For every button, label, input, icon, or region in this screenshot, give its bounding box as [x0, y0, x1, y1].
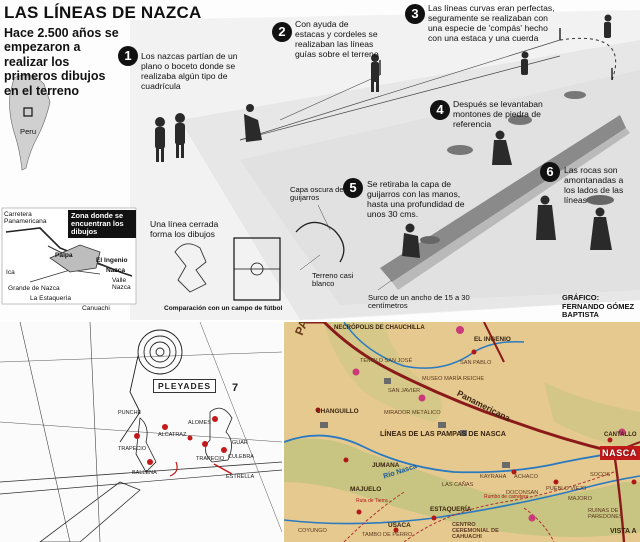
soil-label: Terreno casi blanco	[312, 271, 354, 289]
map-ruinas-paredones: RUINAS DE PAREDONES	[588, 508, 623, 520]
infographic-title: LAS LÍNEAS DE NAZCA	[4, 3, 202, 22]
nazca-infographic: LAS LÍNEAS DE NAZCA Hace 2.500 años se e…	[1, 3, 640, 320]
map-doconsan: DOCONSAN	[506, 490, 539, 496]
comparison-label: Comparación con un campo de fútbol	[164, 305, 283, 312]
sketch-note-trapecio-2: TRAPECIO	[196, 456, 225, 462]
map-vista: VISTA A	[610, 528, 637, 535]
map-lines-title: LÍNEAS DE LAS PAMPAS DE NASCA	[380, 429, 506, 438]
step-4-number: 4	[430, 100, 450, 120]
step-1-number: 1	[118, 46, 138, 66]
map-museo-maria-reiche: MUSEO MARÍA REICHE	[422, 376, 485, 382]
map-templo-san-jose: TEMPLO SAN JOSÉ	[360, 358, 413, 364]
map-changuillo: CHANGUILLO	[316, 408, 359, 415]
sketch-note-alcatraz: ALCATRAZ	[158, 432, 187, 438]
step-6-text: Las rocas son amontanadas a los lados de…	[564, 165, 624, 205]
gravel-label: Capa oscura de guijarros	[290, 185, 344, 203]
map-rumbo-carretera: Rumbo de carretera	[484, 494, 529, 500]
map-achaco: ACHACO	[514, 474, 538, 480]
map-usaca: USACA	[388, 522, 411, 529]
map-mirador-metalico: MIRADOR METÁLICO	[384, 410, 441, 416]
inset-place-nazca: Nazca	[106, 267, 126, 274]
map-necropolis: NECRÓPOLIS DE CHAUCHILLA	[334, 325, 425, 331]
step-2-number: 2	[272, 22, 292, 42]
inset-place-el-ingenio: El Ingenio	[96, 257, 128, 264]
inset-place-palpa: Palpa	[55, 252, 73, 259]
step-2-text: Con ayuda de estacas y cordeles se reali…	[295, 19, 379, 59]
sketch-note-estrella: ESTRELLA	[226, 474, 255, 480]
map-nasca: NASCA	[602, 448, 638, 458]
inset-place-ica: Ica	[6, 269, 15, 276]
step-4-text: Después se levantaban montones de piedra…	[453, 99, 543, 129]
map-cahuachi: CENTRO CEREMONIAL DE CAHUACHI	[452, 522, 499, 540]
furrow-label: Surco de un ancho de 15 a 30 centímetros	[368, 293, 470, 311]
step-6-number: 6	[540, 162, 560, 182]
map-drawing	[284, 322, 640, 542]
inset-carretera-label: Carretera Panamericana	[4, 211, 47, 225]
sketch-drawing	[0, 322, 282, 542]
sketch-note-ballena: BALLENA	[132, 470, 157, 476]
sketch-number: 7	[232, 382, 239, 394]
map-el-ingenio: EL INGENIO	[474, 336, 511, 343]
geoglyph-sketch: PLEYADES 7 PUNCHE TRAPECIO BALLENA ALCAT…	[0, 322, 282, 542]
step-5-text: Se retiraba la capa de guijarros con las…	[367, 179, 465, 219]
closed-line-label: Una línea cerrada forma los dibujos	[150, 219, 219, 239]
infographic-drawing	[1, 10, 640, 320]
inset-zone-label: Zona donde se encuentran los dibujos	[68, 210, 136, 239]
sketch-note-punche: PUNCHE	[118, 410, 142, 416]
map-kayraha: KAYRAHA	[480, 474, 507, 480]
step-1-text: Los nazcas partían de un plano o boceto …	[141, 51, 238, 91]
map-socos: SOCOS	[590, 472, 611, 478]
map-estaqueria: ESTAQUERÍA	[430, 506, 472, 513]
inset-place-la-estaqueria: La Estaquería	[30, 295, 72, 302]
map-tambo-de-perro: TAMBO DE PERRO	[362, 532, 413, 538]
map-las-canas: LAS CAÑAS	[442, 482, 474, 488]
map-cantallo: CANTALLO	[604, 432, 637, 438]
map-majoro: MAJORO	[568, 496, 592, 502]
infographic-subtitle: Hace 2.500 años se empezaron a realizar …	[4, 26, 119, 98]
map-coyungo: COYUNGO	[298, 528, 327, 534]
locator-label: Peru	[20, 127, 37, 136]
step-3-number: 3	[405, 4, 425, 24]
sketch-note-culebra: CULEBRA	[228, 454, 254, 460]
pleyades-label: PLEYADES	[153, 379, 217, 393]
inset-place-canuachi: Canuachi	[82, 305, 110, 312]
nasca-map: PALPA NECRÓPOLIS DE CHAUCHILLA EL INGENI…	[284, 322, 640, 542]
step-5-number: 5	[343, 178, 363, 198]
sketch-note-trapecio-1: TRAPECIO	[118, 446, 147, 452]
step-3-text: Las líneas curvas eran perfectas, segura…	[428, 3, 555, 43]
map-san-pablo: SAN PABLO	[460, 360, 492, 366]
map-pueblo-viejo: PUEBLO VIEJO	[546, 486, 587, 492]
map-majuelo: MAJUELO	[350, 486, 382, 493]
map-san-javier: SAN JAVIER	[388, 388, 421, 394]
sketch-note-alomes: ALOMES	[188, 420, 211, 426]
map-ruta-de-tierra: Ruta de Tierra	[356, 498, 388, 504]
sketch-note-guar: GUAR	[232, 440, 248, 446]
graphic-credit: GRÁFICO: FERNANDO GÓMEZ BAPTISTA	[562, 293, 635, 320]
inset-place-grande-de-nazca: Grande de Nazca	[8, 285, 60, 292]
map-jumana: JUMANA	[372, 462, 400, 469]
inset-place-valle-nazca: Valle Nazca	[112, 277, 131, 291]
